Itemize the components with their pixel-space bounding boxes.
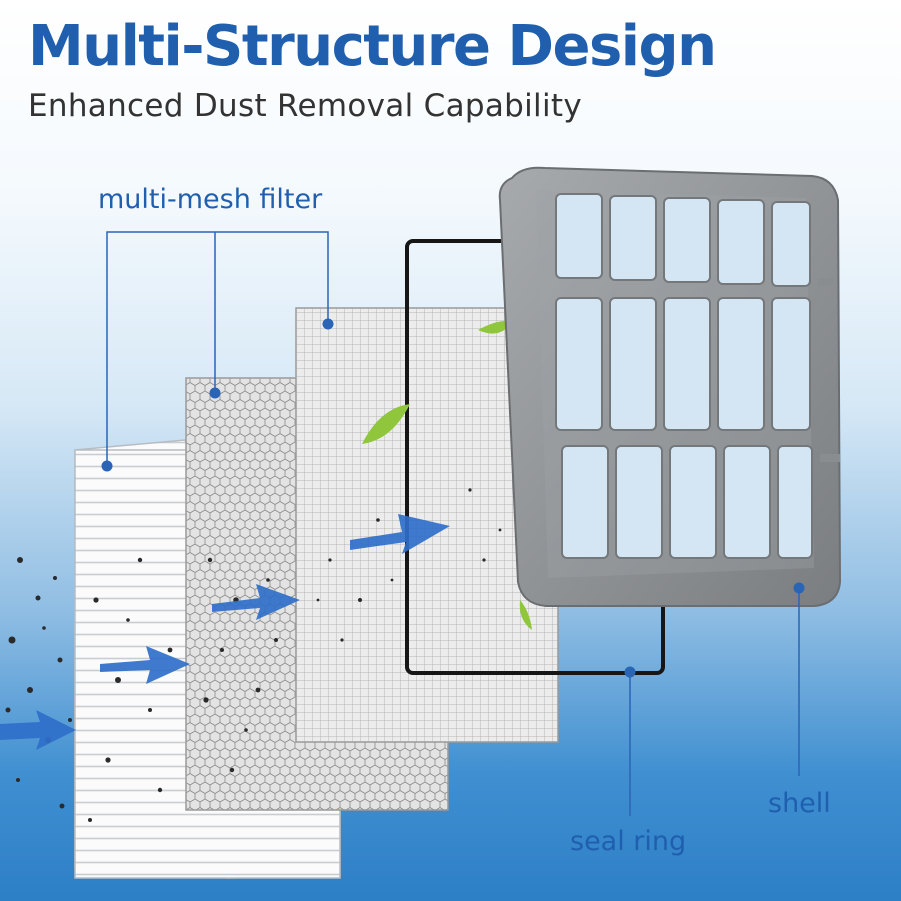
callout-lines xyxy=(106,231,800,816)
airflow-arrows xyxy=(0,514,450,750)
callout-dots xyxy=(101,318,805,678)
multi-mesh-filter-label: multi-mesh filter xyxy=(98,184,323,215)
shell-label: shell xyxy=(768,788,831,819)
filter-shell xyxy=(498,166,842,607)
seal-ring-label: seal ring xyxy=(570,826,687,857)
page-subtitle: Enhanced Dust Removal Capability xyxy=(28,88,582,124)
page-title: Multi-Structure Design xyxy=(28,14,717,79)
